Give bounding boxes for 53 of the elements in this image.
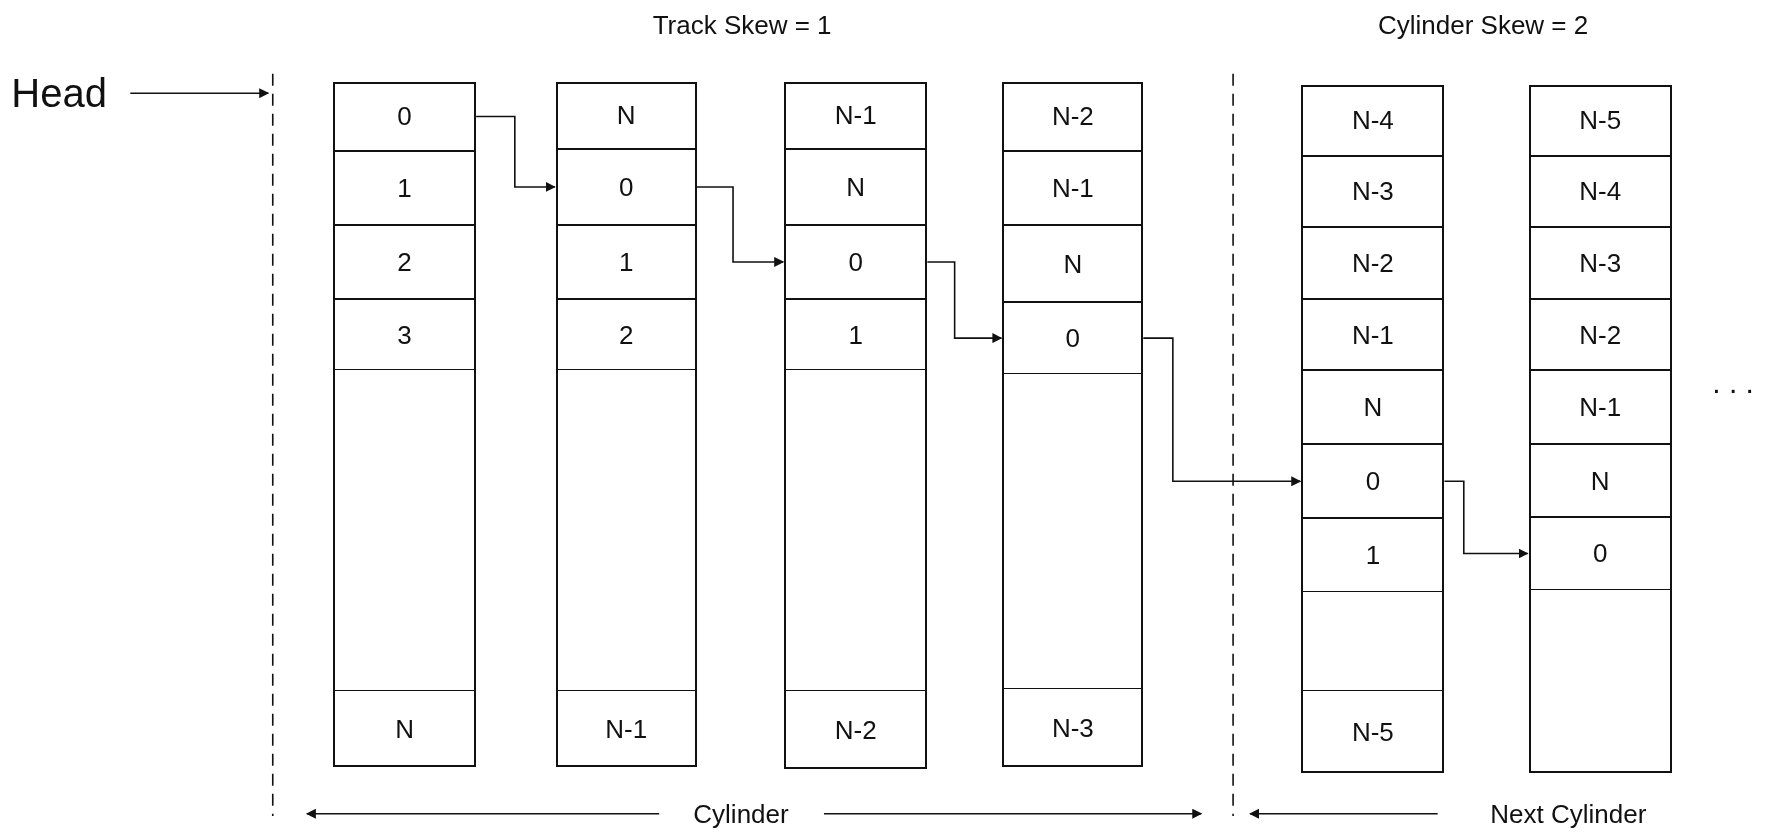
sector-cell: N-1 xyxy=(557,689,695,768)
sector-cell: N-1 xyxy=(786,81,926,149)
sector-cell: N-4 xyxy=(1303,85,1443,156)
sector-cell: N-1 xyxy=(1530,370,1670,445)
sector-cell: 1 xyxy=(786,298,926,371)
sector-cell: 1 xyxy=(1303,518,1443,593)
arrow xyxy=(475,115,556,192)
sector-cell: 2 xyxy=(335,225,475,299)
arrow xyxy=(1443,480,1529,559)
sector-cell: N-5 xyxy=(1530,85,1670,156)
track-column xyxy=(784,81,928,770)
sector-cell: 0 xyxy=(335,81,475,152)
sector-cell: N-2 xyxy=(1004,81,1142,152)
track-column xyxy=(1002,81,1144,768)
arrow xyxy=(695,186,785,267)
track-column xyxy=(333,81,477,768)
sector-cell: N xyxy=(557,81,695,149)
dimension-label: Next Cylinder xyxy=(1490,799,1647,828)
sector-cell: 2 xyxy=(557,298,695,371)
arrow xyxy=(1142,337,1302,487)
arrow xyxy=(129,88,270,99)
sector-cell: N xyxy=(786,148,926,225)
sector-cell: 0 xyxy=(1530,517,1670,590)
dimension-label: Cylinder xyxy=(693,799,789,828)
sector-cell: 0 xyxy=(557,148,695,225)
sector-cell: 0 xyxy=(1303,444,1443,519)
sector-cell: 1 xyxy=(557,225,695,299)
sector-cell: 0 xyxy=(1004,302,1142,374)
sector-cell: N-1 xyxy=(1004,151,1142,225)
sector-cell: N-2 xyxy=(786,689,926,770)
sector-cell: N xyxy=(1004,225,1142,303)
sector-cell: 1 xyxy=(335,151,475,225)
track-column xyxy=(555,81,697,768)
sector-cell: N-3 xyxy=(1530,227,1670,299)
sector-cell: N xyxy=(1303,370,1443,445)
sector-cell: N-5 xyxy=(1303,689,1443,773)
head-label: Head xyxy=(11,71,107,116)
sector-cell: N-4 xyxy=(1530,155,1670,228)
track-column xyxy=(1528,85,1672,773)
sector-cell: N xyxy=(1530,444,1670,518)
skew-label: Track Skew = 1 xyxy=(652,10,832,40)
sector-cell: 0 xyxy=(786,225,926,299)
sector-cell: N-2 xyxy=(1530,298,1670,371)
sector-cell: N-2 xyxy=(1303,227,1443,299)
sector-cell: N-1 xyxy=(1303,298,1443,371)
skew-label: Cylinder Skew = 2 xyxy=(1377,10,1589,40)
sector-cell: N-3 xyxy=(1004,687,1142,768)
continuation-dots: . . . xyxy=(1712,365,1754,399)
sector-cell: N-3 xyxy=(1303,155,1443,228)
sector-cell: 3 xyxy=(335,298,475,371)
sector-cell: N xyxy=(335,689,475,768)
arrow xyxy=(926,261,1003,344)
track-column xyxy=(1301,85,1445,773)
